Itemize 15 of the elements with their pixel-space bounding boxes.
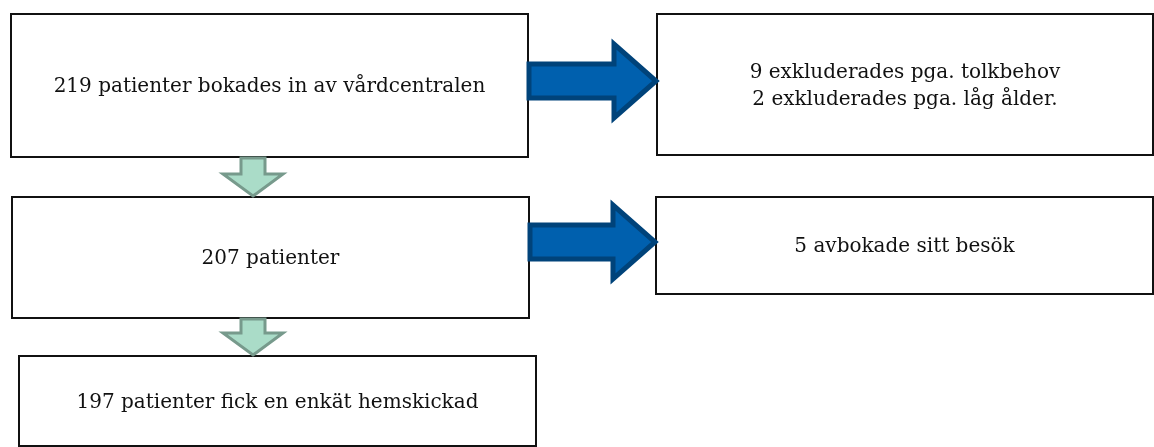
box-text: 197 patienter fick en enkät hemskickad [76, 387, 479, 415]
arrow [218, 317, 288, 357]
process-box [11, 196, 530, 319]
box-text: 2 exkluderades pga. låg ålder. [752, 84, 1058, 112]
box-text: 219 patienter bokades in av vårdcentralen [53, 72, 486, 99]
arrow [218, 156, 288, 198]
process-box [655, 196, 1154, 295]
process-box [18, 355, 537, 447]
box-text: 207 patienter [201, 244, 340, 271]
arrow [526, 38, 660, 124]
process-box [10, 13, 529, 158]
arrow [527, 199, 659, 285]
box-text: 5 avbokade sitt besök [794, 232, 1015, 259]
process-box [656, 13, 1154, 156]
box-text: 9 exkluderades pga. tolkbehov [749, 57, 1061, 85]
